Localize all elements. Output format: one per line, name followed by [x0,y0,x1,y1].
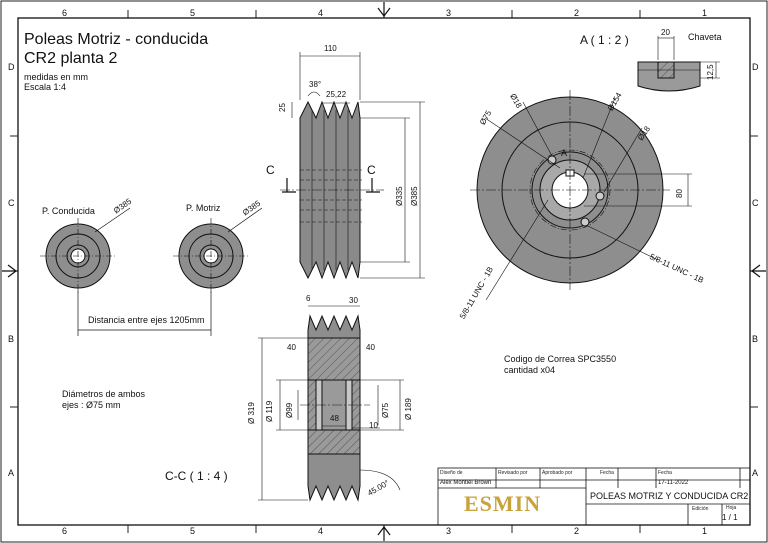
units-note: medidas en mm [24,72,89,82]
detail-marker: A [561,148,568,158]
key-detail-view [637,36,720,92]
tb-reviewed-header: Revisado por [498,470,528,476]
zone-row-a-right: A [752,468,759,478]
zone-col-1-bottom: 1 [702,526,708,536]
title-block-grid [437,467,751,526]
zone-row-c-right: C [752,198,759,208]
zone-row-d-left: D [8,62,15,72]
zone-col-3-bottom: 3 [446,526,452,536]
dim-sec-40-left: 40 [287,343,296,352]
zone-row-b-left: B [8,334,15,344]
dim-sec-10: 10 [369,421,378,430]
dim-d119: Ø 119 [265,400,274,422]
zone-row-a-left: A [8,468,15,478]
dim-key-height: 12,5 [706,64,715,80]
zone-col-4-top: 4 [318,8,324,18]
dim-d75-sec: Ø75 [381,402,390,418]
zone-col-6-top: 6 [62,8,68,18]
section-view [258,305,404,502]
tb-design-header: Diseño de [440,470,463,476]
dim-key-width: 20 [661,28,670,37]
dim-d189: Ø 189 [404,398,413,420]
zone-row-c-left: C [8,198,15,208]
driven-pulley-label: P. Conducida [42,206,95,216]
pulley-side-view [280,52,425,280]
center-distance-dim [77,290,212,336]
scale-note: Escala 1:4 [24,82,67,92]
inner-frame [17,17,751,526]
center-distance-label: Distancia entre ejes 1205mm [88,315,205,325]
zone-ticks [10,10,758,533]
dim-sec-6: 6 [306,294,311,303]
zone-col-4-bottom: 4 [318,526,324,536]
dim-sec-40-right: 40 [366,343,375,352]
zone-row-b-right: B [752,334,759,344]
pulley-front-view [470,90,692,301]
dim-d335: Ø335 [395,186,404,206]
zone-col-2-bottom: 2 [574,526,580,536]
dim-top: 25 [278,103,287,112]
dim-d385: Ø385 [410,186,419,206]
zone-col-6-bottom: 6 [62,526,68,536]
dim-groove-pitch: 25,22 [326,90,347,99]
dim-groove-angle: 38° [309,80,322,89]
detail-view-label: A ( 1 : 2 ) [580,33,629,47]
driven-pulley-view [40,207,131,294]
zone-col-5-top: 5 [190,8,196,18]
tb-approved-header: Aprobado por [542,470,573,476]
company-logo: ESMIN [464,491,542,516]
dim-sec-30: 30 [349,296,358,305]
belt-quantity-note: cantidad x04 [504,365,556,375]
zone-col-5-bottom: 5 [190,526,196,536]
tb-sheet-header: Hoja [726,505,737,511]
dim-d99: Ø99 [285,402,294,418]
zone-col-2-top: 2 [574,8,580,18]
drawing-title-line2: CR2 planta 2 [24,50,118,67]
dim-d319: Ø 319 [247,402,256,424]
tb-date1-header: Fecha [600,470,614,476]
section-view-label: C-C ( 1 : 4 ) [165,469,228,483]
tb-edition-header: Edición [692,506,709,512]
zone-col-3-top: 3 [446,8,452,18]
key-label: Chaveta [688,32,722,42]
cut-letter-right: C [367,163,376,177]
shaft-note-line1: Diámetros de ambos [62,389,146,399]
cut-letter-left: C [266,163,275,177]
tb-date2-header: Fecha [658,470,672,476]
tb-sheet-value: 1 / 1 [722,513,738,522]
dim-width: 110 [324,44,337,53]
tb-date-value: 17-11-2022 [658,480,689,486]
tb-design-value: Alex Montiel Brown [440,480,492,486]
zone-row-d-right: D [752,62,759,72]
drawing-title-line1: Poleas Motriz - conducida [24,31,209,48]
dim-sec-48: 48 [330,414,339,423]
shaft-note-line2: ejes : Ø75 mm [62,400,121,410]
zone-col-1-top: 1 [702,8,708,18]
dim-front-80: 80 [675,189,684,198]
tb-part-title: POLEAS MOTRIZ Y CONDUCIDA CR2 [590,491,749,501]
driver-pulley-view [173,207,263,294]
belt-code-note: Codigo de Correa SPC3550 [504,354,617,364]
driver-pulley-label: P. Motriz [186,203,221,213]
